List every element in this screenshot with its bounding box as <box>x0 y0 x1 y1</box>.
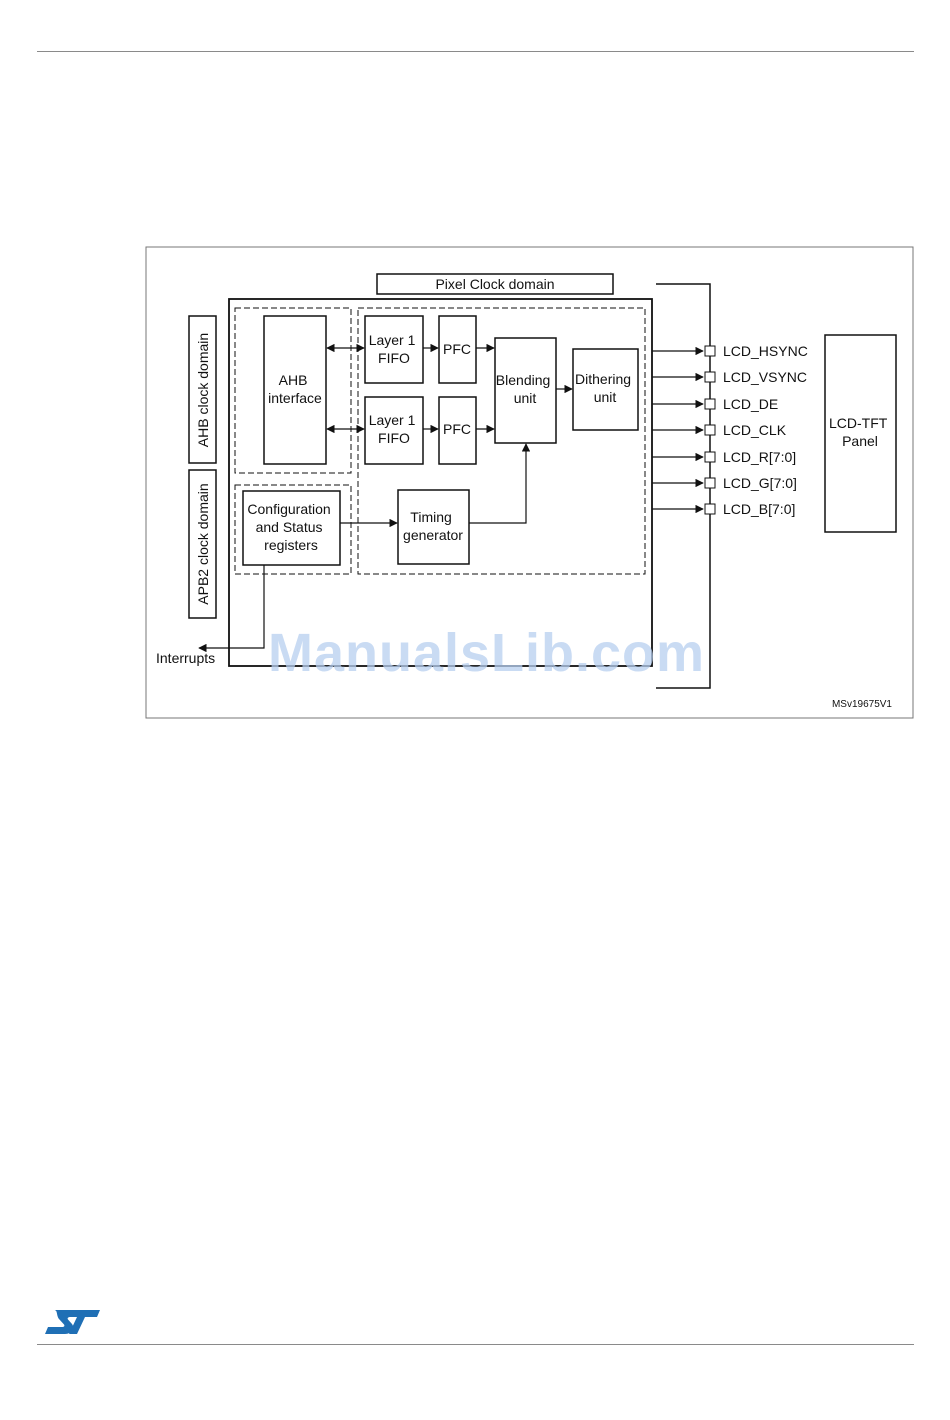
signal-pin <box>704 345 716 357</box>
pfc-top-block <box>438 315 477 384</box>
layer1-fifo-bottom-label: Layer 1 FIFO <box>369 412 420 446</box>
dithering-unit-block <box>572 348 639 431</box>
ahb-clock-domain-label: AHB clock domain <box>195 333 211 447</box>
signal-pin <box>704 424 716 436</box>
config-status-registers-block <box>242 490 341 566</box>
signal-label: LCD_B[7:0] <box>723 501 795 517</box>
blending-unit-block <box>494 337 557 444</box>
signal-label: LCD_CLK <box>723 422 787 438</box>
signal-label: LCD_HSYNC <box>723 343 808 359</box>
signal-label: LCD_R[7:0] <box>723 449 796 465</box>
footer-rule <box>37 1344 914 1345</box>
pixel-clock-domain-label: Pixel Clock domain <box>435 276 554 292</box>
signal-label: LCD_VSYNC <box>723 369 807 385</box>
signal-label: LCD_DE <box>723 396 778 412</box>
timing-generator-block <box>397 489 470 565</box>
pfc-bottom-label: PFC <box>443 421 471 437</box>
watermark-text: ManualsLib.com <box>268 623 706 683</box>
ahb-domain-region <box>234 307 352 474</box>
interrupts-arrow <box>198 565 265 653</box>
internal-connections <box>198 343 573 653</box>
config-status-registers-label: Configuration and Status registers <box>247 501 334 553</box>
blending-unit-label: Blending unit <box>496 372 554 406</box>
layer1-fifo-top-label: Layer 1 FIFO <box>369 332 420 366</box>
apb2-clock-domain-box <box>188 469 217 619</box>
layer1-fifo-bottom-block <box>364 396 424 465</box>
lcd-tft-panel-block <box>824 334 897 533</box>
pfc-top-label: PFC <box>443 341 471 357</box>
header-rule <box>37 51 914 52</box>
ahb-clock-domain-box <box>188 315 217 464</box>
pixel-domain-region <box>357 307 646 575</box>
signal-pin <box>704 451 716 463</box>
timing-generator-label: Timing generator <box>403 509 463 543</box>
dithering-unit-label: Dithering unit <box>575 371 635 405</box>
figure-frame <box>145 246 914 719</box>
signal-label: LCD_G[7:0] <box>723 475 797 491</box>
ahb-interface-block <box>263 315 327 465</box>
interrupts-label: Interrupts <box>156 650 215 666</box>
signal-pin <box>704 477 716 489</box>
signal-pin <box>704 503 716 515</box>
layer1-fifo-top-block <box>364 315 424 384</box>
apb2-clock-domain-label: APB2 clock domain <box>195 483 211 604</box>
ahb-interface-label: AHB interface <box>268 372 322 406</box>
signal-pin <box>704 398 716 410</box>
st-logo-icon[interactable] <box>44 1308 102 1336</box>
lcd-signal-group: LCD_HSYNC LCD_VSYNC LCD_DE LCD_CLK LCD_R[7:0… <box>652 343 808 517</box>
signal-pin <box>704 371 716 383</box>
lcd-tft-panel-label: LCD-TFT Panel <box>829 415 891 449</box>
figure-id-label: MSv19675V1 <box>832 699 892 710</box>
apb2-domain-region <box>234 484 352 575</box>
pfc-bottom-block <box>438 396 477 465</box>
pixel-clock-domain-box <box>376 273 614 295</box>
timing-to-blending-arrow <box>469 443 531 524</box>
